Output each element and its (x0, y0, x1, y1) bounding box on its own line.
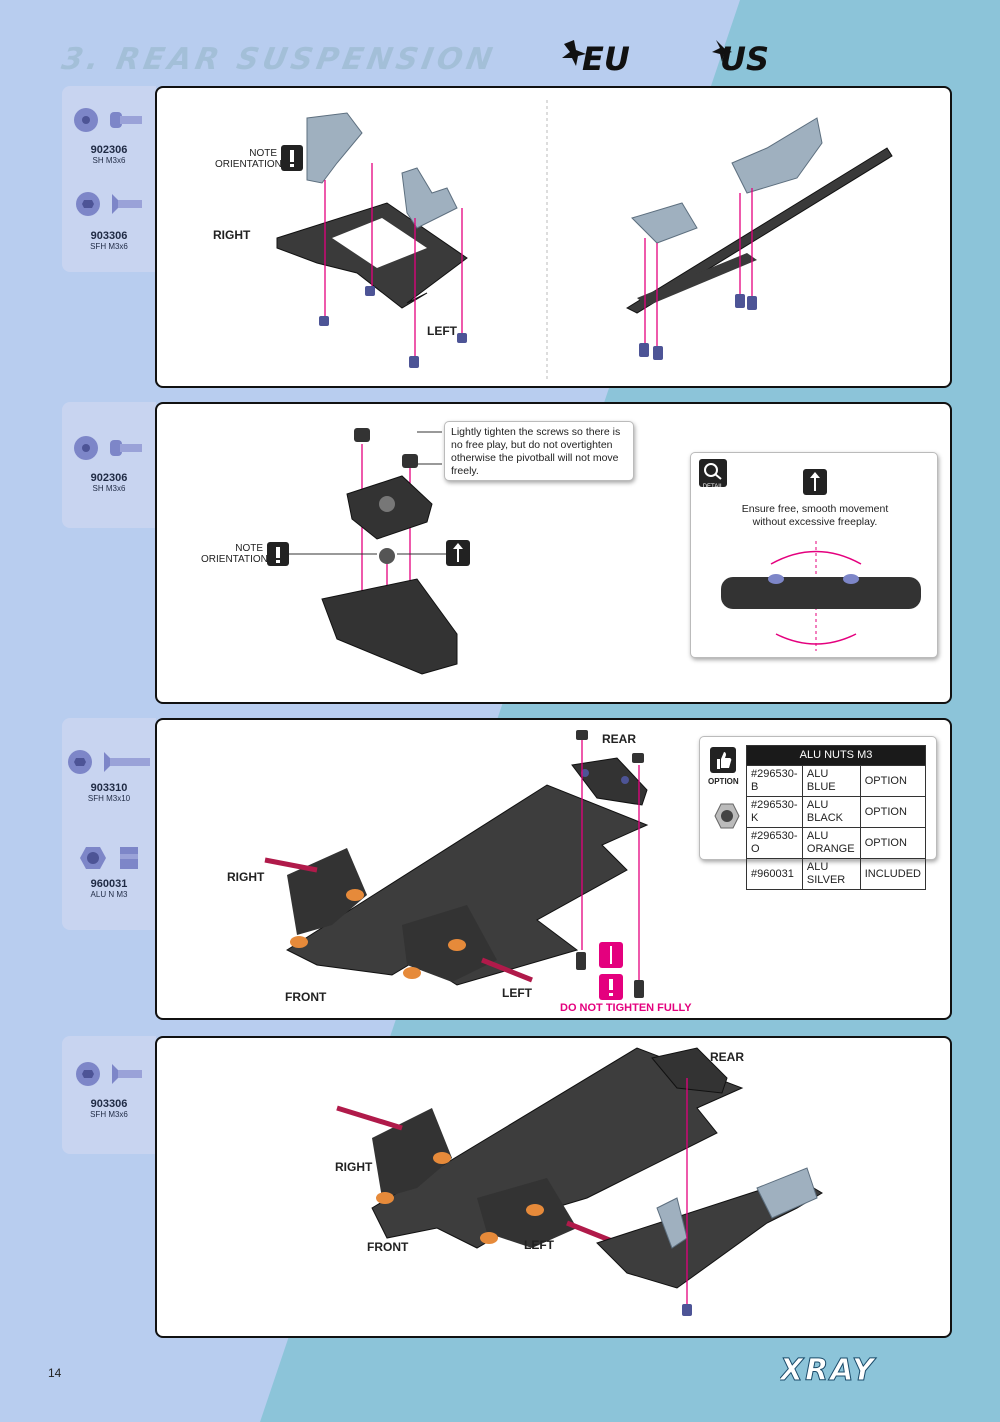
left-label: LEFT (502, 986, 532, 1000)
button-head-screw-icon (74, 108, 142, 132)
button-head-screw-icon (74, 436, 142, 460)
step3-panel: REAR RIGHT FRONT LEFT DO NOT TIGHTEN FUL… (155, 718, 952, 1020)
parts-box-step2: 902306 SH M3x6 (62, 402, 156, 528)
part-960031: 960031 ALU N M3 (90, 878, 128, 899)
us-logo: US (712, 40, 769, 78)
step4-illustration (336, 1047, 823, 1316)
svg-text:US: US (720, 40, 769, 78)
flat-head-screw-icon (76, 192, 142, 216)
movement-icon (803, 469, 827, 495)
part-903306: 903306 SFH M3x6 (90, 230, 128, 251)
tighten-callout: Lightly tighten the screws so there is n… (444, 421, 634, 481)
detail-label: DETAIL (702, 484, 724, 490)
detail-magnifier-icon (699, 459, 727, 487)
step2-illustration (267, 428, 470, 675)
rear-label: REAR (602, 732, 637, 746)
xray-logo: XRAY (780, 1353, 877, 1389)
thumbs-up-icon (710, 747, 736, 773)
parts-box-step3: 903310 SFH M3x10 960031 ALU N M3 (62, 718, 156, 930)
table-title: ALU NUTS M3 (746, 745, 926, 766)
parts-box-step1: 902306 SH M3x6 903306 SFH M3x6 (62, 86, 156, 272)
part-903306: 903306 SFH M3x6 (90, 1098, 128, 1119)
alu-nut-icon (80, 847, 138, 869)
pivot-movement-illustration (721, 541, 921, 651)
left-label: LEFT (427, 324, 457, 338)
left-label: LEFT (524, 1238, 554, 1252)
step3-illustration (264, 730, 649, 1000)
flat-head-screw-icon (68, 750, 150, 774)
page-title: 3. REAR SUSPENSION (58, 42, 499, 77)
right-label: RIGHT (227, 870, 265, 884)
eu-logo: EU (562, 40, 630, 78)
right-label: RIGHT (213, 228, 251, 242)
step4-panel: REAR RIGHT FRONT LEFT (155, 1036, 952, 1338)
part-902306: 902306 SH M3x6 (90, 472, 128, 493)
front-label: FRONT (285, 990, 327, 1004)
step1-illustration (276, 100, 893, 380)
part-902306: 902306 SH M3x6 (90, 144, 128, 165)
right-label: RIGHT (335, 1160, 373, 1174)
rear-label: REAR (710, 1050, 745, 1064)
front-label: FRONT (367, 1240, 409, 1254)
option-label: OPTION (708, 777, 739, 786)
parts-box-step4: 903306 SFH M3x6 (62, 1036, 156, 1154)
silver-nut-icon (714, 803, 740, 829)
svg-text:EU: EU (582, 40, 630, 78)
flat-head-screw-icon (76, 1062, 142, 1086)
page-number: 14 (48, 1366, 62, 1380)
svg-text:XRAY: XRAY (780, 1353, 877, 1388)
part-903310: 903310 SFH M3x10 (87, 782, 131, 803)
do-not-tighten-warning: DO NOT TIGHTEN FULLY (560, 1002, 692, 1014)
